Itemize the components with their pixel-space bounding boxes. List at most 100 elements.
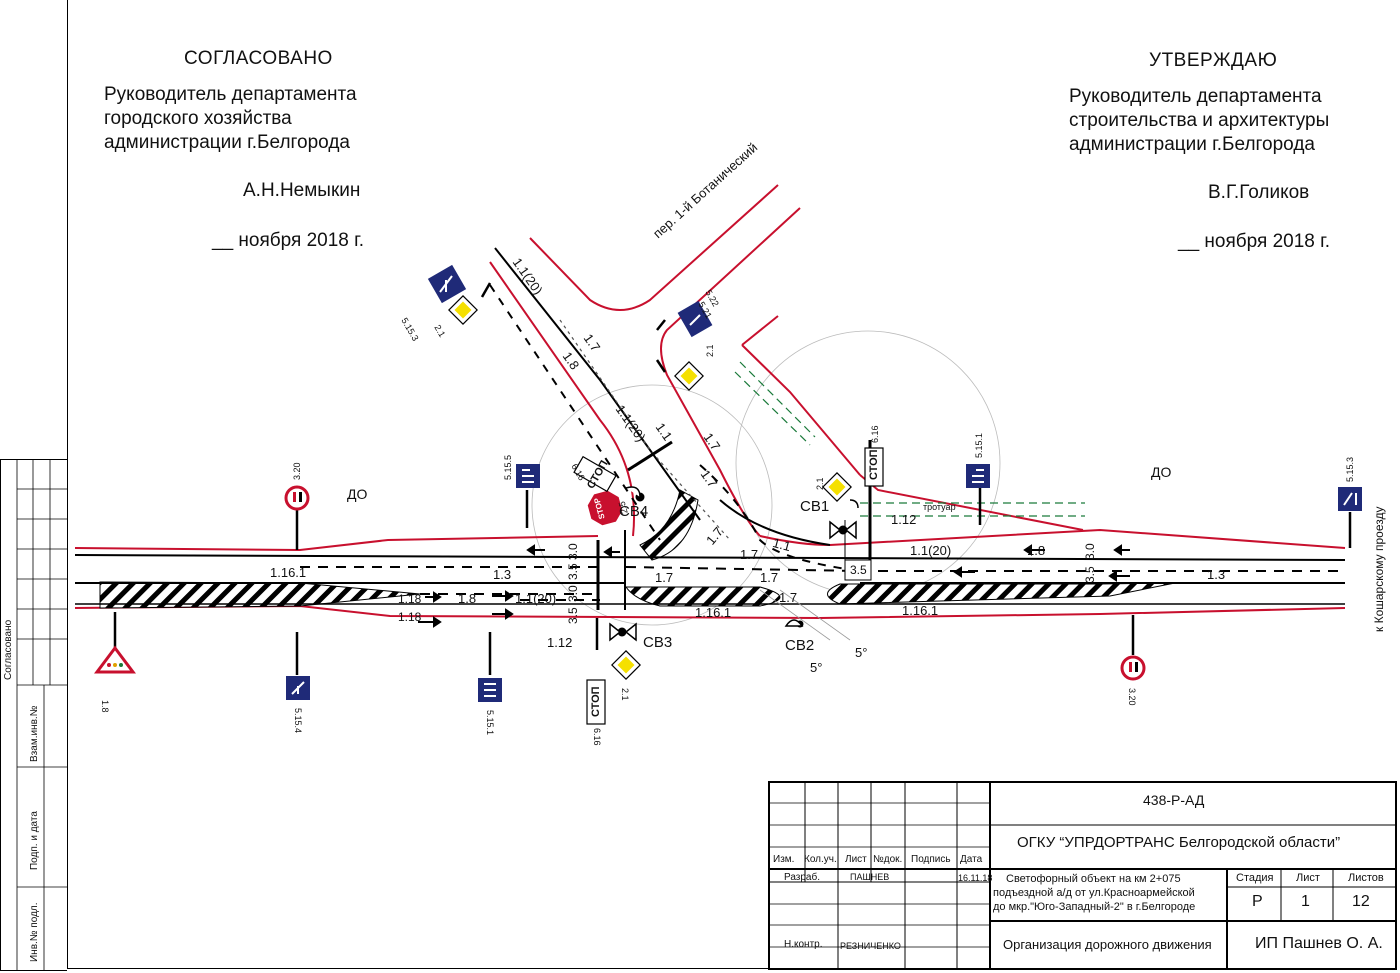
col-list: Лист: [845, 854, 867, 865]
sheet-header: Лист: [1296, 872, 1320, 884]
approve-position-3: администрации г.Белгорода: [1069, 134, 1315, 155]
stage-header: Стадия: [1236, 872, 1274, 884]
doc-code: 438-Р-АД: [1143, 792, 1205, 808]
dev-name: ПАШНЕВ: [850, 872, 890, 882]
stop-word: СТОП: [590, 686, 602, 717]
light-sv1: СВ1: [800, 498, 830, 515]
priority-signs: [448, 295, 852, 680]
stage-value: Р: [1252, 893, 1263, 910]
object-line-1: Светофорный объект на км 2+075: [1006, 873, 1181, 885]
traffic-lights: [609, 486, 859, 642]
agreed-position-1: Руководитель департамента: [104, 84, 357, 105]
blue-sign-arrows: [291, 275, 1357, 697]
sign-code: 5.15.5: [503, 454, 513, 480]
island-right: [827, 582, 1176, 605]
agreed-title: СОГЛАСОВАНО: [184, 48, 333, 69]
marking-label: 1.7: [760, 570, 779, 585]
agreed-name: А.Н.Немыкин: [243, 180, 361, 201]
marking-label: 1.18: [398, 610, 422, 624]
marking-label: 1.12: [547, 635, 573, 650]
sign-code: 5.15.4: [293, 708, 303, 734]
sign-code: 1.8: [100, 700, 110, 713]
side-stamp: [0, 459, 67, 971]
org-name: ОГКУ “УПРДОРТРАНС Белгородской области”: [1017, 834, 1341, 851]
approve-title: УТВЕРЖДАЮ: [1149, 50, 1278, 71]
col-sign: Подпись: [911, 854, 951, 865]
approve-date: __ ноября 2018 г.: [1178, 231, 1330, 252]
agreed-position-2: городского хозяйства: [104, 108, 292, 129]
marking-label: 1.16.1: [695, 605, 732, 620]
stop-sign-icon: [587, 490, 623, 526]
marking-label: 1.7: [779, 590, 798, 605]
do-right: ДО: [1151, 464, 1172, 480]
col-izm: Изм.: [773, 854, 795, 865]
dim-label: 3.0: [566, 585, 580, 602]
marking-label: 1.7: [655, 570, 674, 585]
sign-code: 3.20: [1127, 688, 1137, 706]
light-sv4: СВ4: [619, 503, 649, 520]
no-overtaking-signs: [284, 485, 1146, 681]
light-sv2: СВ2: [785, 637, 815, 654]
sheet-value: 1: [1301, 893, 1310, 910]
sign-code: 5.15.1: [485, 710, 495, 736]
warning-sign-traffic-light: [94, 645, 136, 674]
check-role: Н.контр.: [784, 939, 823, 950]
dim-label: 3.5: [566, 607, 580, 624]
col-kol: Кол.уч.: [804, 854, 837, 865]
angle-label: 5°: [855, 645, 868, 660]
marking-label: 1.3: [493, 567, 512, 582]
marking-label: 1.16.1: [902, 603, 939, 618]
marking-label: 1.8: [1027, 543, 1046, 558]
side-stamp-grid: [16, 459, 67, 971]
marking-label: 1.16.1: [270, 565, 307, 580]
object-line-2: подъездной а/д от ул.Красноармейской: [993, 887, 1195, 899]
object-line-3: до мкр."Юго-Западный-2" в г.Белгороде: [993, 901, 1196, 913]
sign-5-15-3-right-icon: [1338, 487, 1362, 511]
dim-label: 3.5: [566, 563, 580, 580]
marking-label: 1.1(20): [515, 591, 557, 606]
sign-code: 2.1: [705, 344, 715, 357]
angle-label: 5°: [810, 660, 823, 675]
stop-word: СТОП: [868, 449, 880, 480]
drawing-frame: [67, 0, 1396, 969]
sidewalk-label: тротуар: [923, 502, 956, 512]
sheets-value: 12: [1352, 893, 1370, 910]
dim-label: 3.5: [1083, 566, 1097, 583]
sign-code: 5.15.3: [1345, 456, 1355, 482]
sheets-header: Листов: [1348, 872, 1384, 884]
road-edges: [74, 184, 1346, 620]
title-block-grid: [768, 781, 1397, 970]
doc-title: Организация дорожного движения: [1003, 937, 1212, 952]
approve-position-2: строительства и архитектуры: [1069, 110, 1330, 131]
approve-name: В.Г.Голиков: [1208, 182, 1310, 203]
dim-label: 3.5: [850, 563, 867, 577]
sign-code: 3.20: [292, 462, 302, 480]
construction-circle-left: [531, 384, 773, 626]
marking-label: 1.18: [398, 592, 422, 606]
sidewalk-lines: [734, 361, 1085, 517]
stop-word-boxes: [573, 447, 884, 725]
sign-code: 5.15.1: [974, 432, 984, 458]
marking-label: 1.12: [891, 512, 917, 527]
island-corner: [639, 489, 699, 561]
dim-label: 3.0: [566, 543, 580, 560]
check-name: РЕЗНИЧЕНКО: [840, 941, 901, 951]
dim-box: [844, 559, 872, 581]
marking-label: 1.3: [1207, 567, 1226, 582]
lane-arrows: [418, 544, 1130, 628]
dev-role: Разраб.: [784, 872, 821, 883]
marking-label: 1.8: [458, 591, 477, 606]
sign-code: 6.16: [592, 728, 602, 746]
dev-date: 16.11.18: [958, 873, 993, 883]
dim-label: 3.0: [1083, 543, 1097, 560]
approve-position-1: Руководитель департамента: [1069, 86, 1322, 107]
marking-label: 1.7: [740, 547, 759, 562]
sign-code: 2.1: [620, 688, 630, 701]
to-road-label: к Кошарскому проезду: [1372, 506, 1386, 633]
col-date: Дата: [960, 854, 983, 865]
road-markings: [74, 247, 1346, 641]
island-center: [625, 586, 781, 607]
light-sv3: СВ3: [643, 634, 673, 651]
agreed-date: __ ноября 2018 г.: [212, 230, 364, 251]
